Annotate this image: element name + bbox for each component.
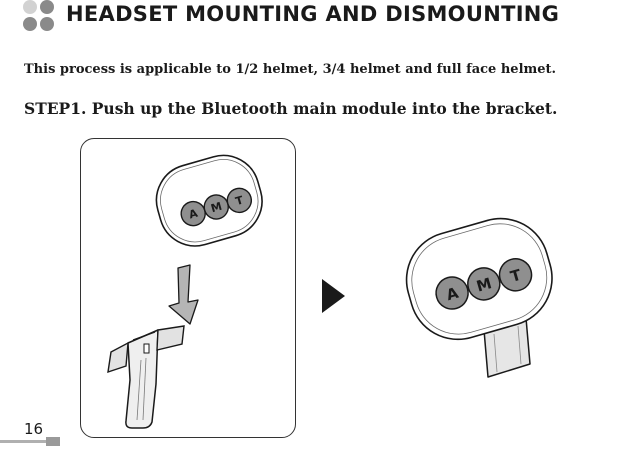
module-button-t: [226, 187, 253, 214]
module-button-m-label: M: [209, 200, 223, 216]
module-button-a-label: A: [187, 207, 199, 222]
step1-instruction: STEP1. Push up the Bluetooth main module…: [24, 99, 558, 118]
dot-dark: [23, 17, 37, 31]
dot-light: [23, 0, 37, 14]
dot-dark: [40, 0, 54, 14]
mounted-bracket-tab: [483, 317, 531, 378]
intro-text: This process is applicable to 1/2 helmet…: [24, 62, 557, 77]
play-triangle-icon: [322, 279, 345, 313]
page-title: HEADSET MOUNTING AND DISMOUNTING: [66, 2, 560, 26]
footer-rule-block: [46, 437, 60, 446]
title-bullet-dots-icon: [23, 0, 57, 34]
module-button-t-label: T: [234, 193, 245, 208]
mounting-bracket: [107, 325, 185, 429]
module-button-t-mounted: [498, 258, 533, 292]
bluetooth-module-mounted: A M T: [405, 217, 553, 341]
module-button-m-mounted-label: M: [474, 274, 493, 295]
module-button-a-mounted-label: A: [444, 284, 460, 305]
module-button-a-mounted: [435, 276, 469, 310]
dot-dark: [40, 17, 54, 31]
bluetooth-module-before: A M T: [155, 154, 263, 247]
page-number: 16: [24, 420, 44, 438]
down-arrow-icon: [168, 264, 199, 325]
footer-rule: [0, 440, 46, 443]
module-button-m-mounted: [467, 267, 501, 301]
